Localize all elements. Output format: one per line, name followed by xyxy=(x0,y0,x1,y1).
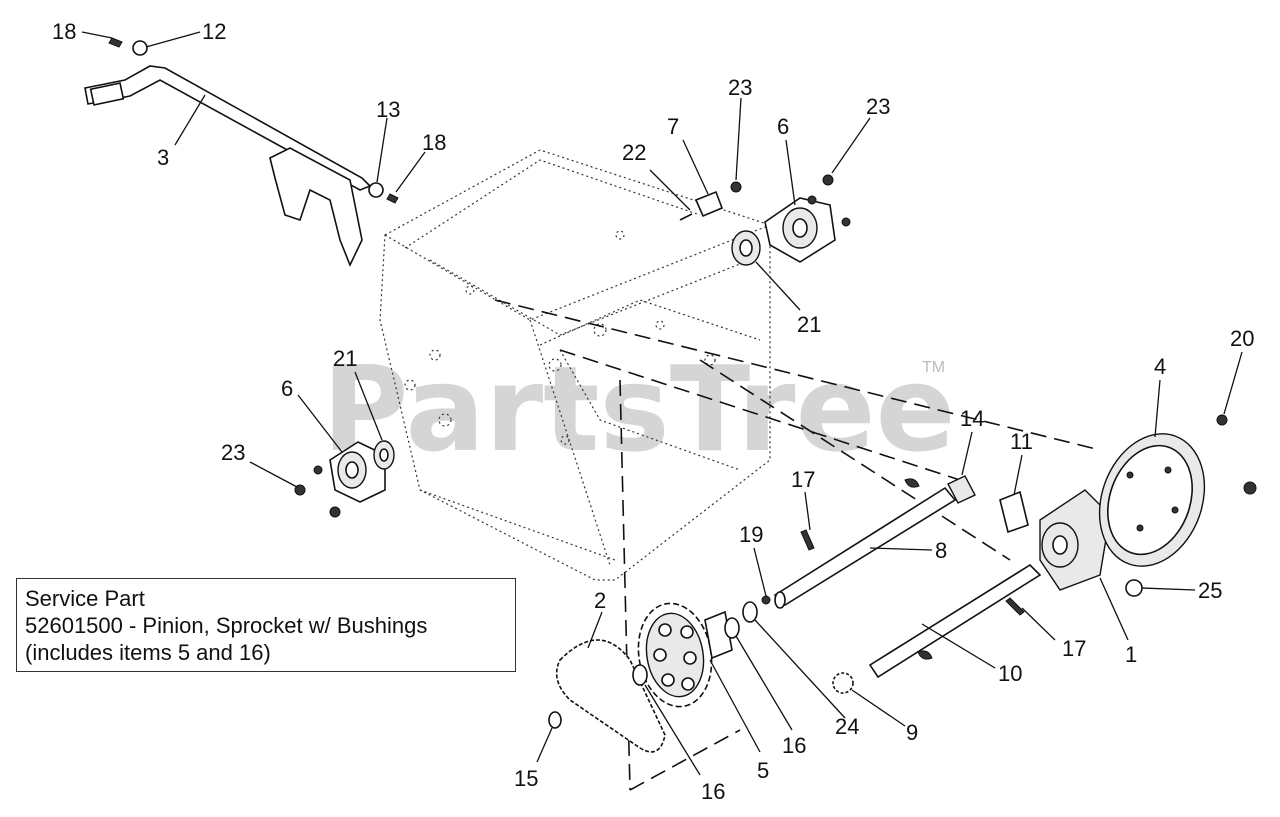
callout-5: 5 xyxy=(757,758,769,783)
callout-14: 14 xyxy=(960,406,984,431)
callout-labels: 18 12 3 13 18 22 7 23 6 23 21 21 6 23 14… xyxy=(52,19,1254,804)
watermark-tm: TM xyxy=(922,359,945,376)
pulley-part-4 xyxy=(1098,414,1257,597)
leader-lines xyxy=(81,31,1243,776)
lever-rod-part-3 xyxy=(84,65,372,267)
callout-23a: 23 xyxy=(728,75,752,100)
callout-21a: 21 xyxy=(797,312,821,337)
callout-23b: 23 xyxy=(866,94,890,119)
callout-17a: 17 xyxy=(791,467,815,492)
service-part-heading: Service Part xyxy=(25,586,145,611)
housing-frame xyxy=(379,149,771,581)
drive-shaft-part-10 xyxy=(868,489,1111,679)
callout-19: 19 xyxy=(739,522,763,547)
hardware-top-left xyxy=(108,37,399,204)
callout-7: 7 xyxy=(667,114,679,139)
service-part-includes-line: (includes items 5 and 16) xyxy=(25,640,271,665)
callout-23c: 23 xyxy=(221,440,245,465)
callout-8: 8 xyxy=(935,538,947,563)
callout-6a: 6 xyxy=(777,114,789,139)
callout-22: 22 xyxy=(622,140,646,165)
callout-21b: 21 xyxy=(333,346,357,371)
callout-17b: 17 xyxy=(1062,636,1086,661)
watermark-text: PartsTree xyxy=(322,340,956,478)
callout-16b: 16 xyxy=(701,779,725,804)
bearing-assembly-right xyxy=(679,174,851,266)
callout-1: 1 xyxy=(1125,642,1137,667)
callout-15: 15 xyxy=(514,766,538,791)
service-part-number-line: 52601500 - Pinion, Sprocket w/ Bushings xyxy=(25,613,428,638)
callout-6b: 6 xyxy=(281,376,293,401)
callout-24: 24 xyxy=(835,714,859,739)
callout-9: 9 xyxy=(906,720,918,745)
callout-10: 10 xyxy=(998,661,1022,686)
callout-25: 25 xyxy=(1198,578,1222,603)
callout-16a: 16 xyxy=(782,733,806,758)
sprocket-chain-assembly xyxy=(548,601,854,753)
shaft-part-8 xyxy=(761,475,976,609)
callout-11: 11 xyxy=(1010,429,1033,454)
service-part-box: Service Part 52601500 - Pinion, Sprocket… xyxy=(16,578,516,672)
callout-20: 20 xyxy=(1230,326,1254,351)
callout-3: 3 xyxy=(157,145,169,170)
callout-2: 2 xyxy=(594,588,606,613)
callout-4: 4 xyxy=(1154,354,1166,379)
callout-18b: 18 xyxy=(422,130,446,155)
callout-12: 12 xyxy=(202,19,226,44)
callout-18a: 18 xyxy=(52,19,76,44)
callout-13: 13 xyxy=(376,97,400,122)
bearing-assembly-left xyxy=(294,440,395,518)
